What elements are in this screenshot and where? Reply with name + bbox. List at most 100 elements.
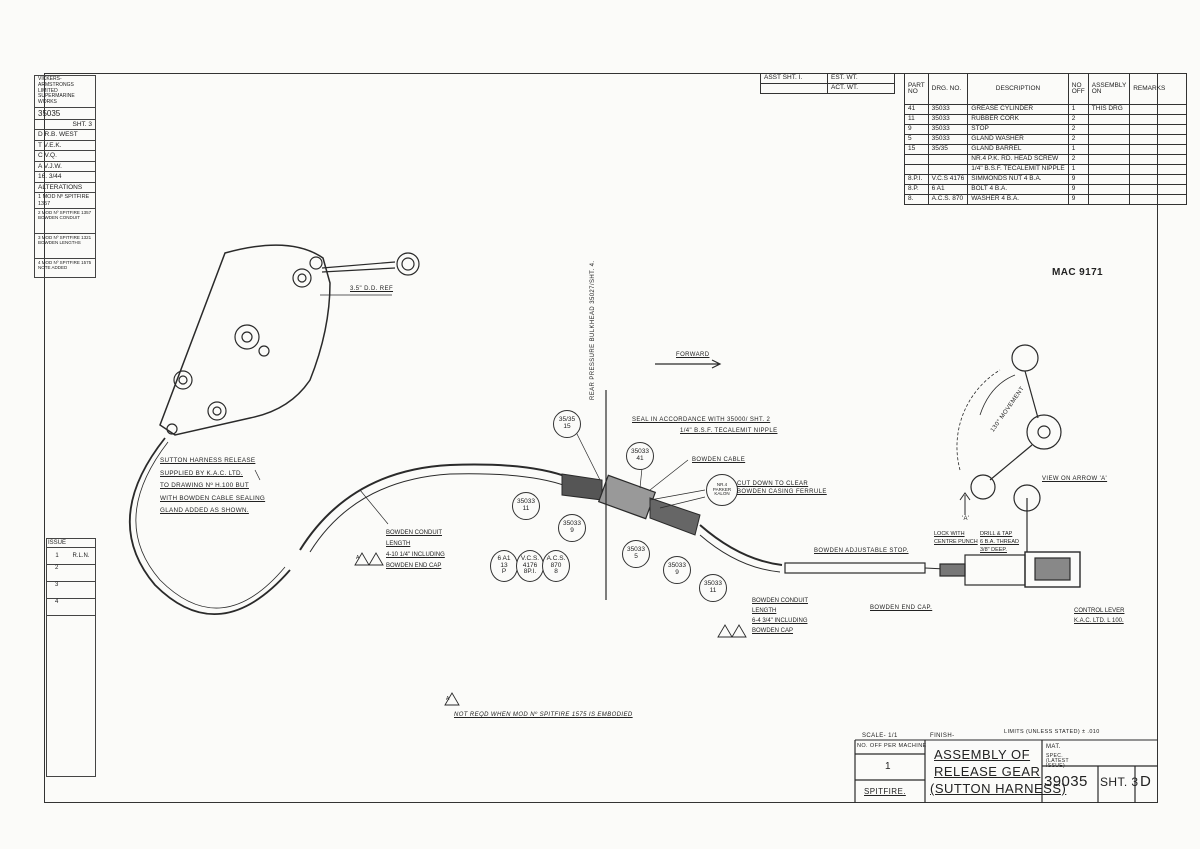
- parts-cell-on: THIS DRG: [1087, 104, 1131, 115]
- alteration-3: 3 MOD Nº SPITFIRE 1321 BOWDEN LENGTHS: [34, 233, 96, 259]
- parts-cell-remarks: [1129, 104, 1188, 115]
- parts-cell-on: [1087, 144, 1131, 155]
- no-off-per-machine: NO. OFF PER MACHINE: [857, 743, 927, 749]
- scale-label: SCALE- 1/1: [862, 733, 898, 739]
- issue-date: 16. 3/44: [34, 172, 96, 183]
- parts-cell-on: [1087, 124, 1131, 135]
- parts-cell-on: [1087, 184, 1131, 195]
- parts-cell-off: 9: [1067, 174, 1089, 185]
- issue-4: 4: [46, 599, 96, 616]
- dimension-label: 3.5" D.D. Ref: [350, 286, 394, 292]
- parts-cell-off: 2: [1067, 124, 1089, 135]
- title-line-2: RELEASE GEAR: [934, 764, 1041, 779]
- cut-down-note: CUT DOWN TO CLEAR BOWDEN CASING FERRULE: [737, 481, 827, 496]
- machine-name: SPITFIRE.: [864, 787, 906, 796]
- control-lever-line-2: K.A.C. LTD. L 100.: [1074, 618, 1124, 624]
- rln-header: R.L.N.: [72, 553, 90, 559]
- parts-cell-drg: 35033: [927, 104, 969, 115]
- conduit-right: [699, 524, 783, 566]
- parts-cell-desc: NR.4 P.K. RD. HEAD SCREW: [967, 154, 1069, 165]
- alterations-title: ALTERATIONS: [34, 182, 96, 194]
- drill-line-3: 3/8" DEEP.: [980, 547, 1007, 553]
- weight-table: ASST SHT. I.EST. WT. ACT. WT.: [760, 73, 895, 94]
- parts-cell-remarks: [1129, 124, 1188, 135]
- lock-note: LOCK WITH CENTRE PUNCH: [934, 530, 978, 546]
- lock-line-2: CENTRE PUNCH: [934, 539, 978, 545]
- sutton-line-5: GLAND ADDED AS SHOWN.: [160, 507, 249, 514]
- conduit-right-endcap: BOWDEN CAP: [752, 628, 794, 634]
- parts-cell-on: [1087, 194, 1131, 205]
- sheet-size: D: [1140, 773, 1152, 790]
- checked-by: C V.Q.: [34, 151, 96, 162]
- parts-cell-desc: STOP: [967, 124, 1069, 135]
- parts-cell-on: [1087, 114, 1131, 125]
- parts-cell-part: [904, 164, 929, 175]
- parts-cell-part: 41: [904, 104, 929, 115]
- col-no-off: No OFF: [1067, 73, 1089, 105]
- company-name: VICKERS-ARMSTRONGS LIMITED SUPERMARINE W…: [34, 75, 96, 108]
- conduit-left-endcap: BOWDEN END CAP: [386, 563, 442, 569]
- parts-cell-remarks: [1129, 194, 1188, 205]
- traced-by: T V.E.K.: [34, 140, 96, 152]
- triangle-a-footnote: A: [446, 696, 450, 702]
- conduit-right-straight: [784, 562, 926, 574]
- parts-cell-remarks: [1129, 174, 1188, 185]
- alteration-2: 2 MOD Nº SPITFIRE 1357 BOWDEN CONDUIT: [34, 208, 96, 234]
- view-arrow-label: VIEW ON ARROW 'A': [1042, 476, 1108, 482]
- conduit-left-line-2: LENGTH: [386, 541, 411, 547]
- parts-cell-remarks: [1129, 144, 1188, 155]
- parts-cell-part: [904, 154, 929, 165]
- est-wt: EST. WT.: [827, 73, 895, 84]
- conduit-right-line-2: LENGTH: [752, 608, 777, 614]
- revision-block: VICKERS-ARMSTRONGS LIMITED SUPERMARINE W…: [34, 75, 96, 278]
- control-lever-note: CONTROL LEVER K.A.C. LTD. L 100.: [1074, 606, 1124, 626]
- parts-cell-desc: RUBBER CORK: [967, 114, 1069, 125]
- issue-1: 1: [55, 553, 59, 559]
- parts-cell-desc: GLAND BARREL: [967, 144, 1069, 155]
- tecalemit-note: 1/4" B.S.F. TECALEMIT NIPPLE: [680, 428, 778, 434]
- drawn-by: D R.B. WEST: [34, 130, 96, 141]
- mac-number: MAC 9171: [1052, 267, 1103, 278]
- parts-cell-part: 9: [904, 124, 929, 135]
- parts-cell-off: 1: [1067, 144, 1089, 155]
- issue-header: ISSUE: [46, 538, 96, 548]
- lock-line-1: LOCK WITH: [934, 531, 965, 537]
- col-drg-no: DRG. No.: [927, 73, 969, 105]
- issue-2: 2: [46, 565, 96, 582]
- parts-cell-drg: A.C.S. 870: [927, 194, 969, 205]
- title-line-3: (SUTTON HARNESS): [930, 781, 1067, 796]
- sutton-note: SUTTON HARNESS RELEASE SUPPLIED BY K.A.C…: [160, 455, 265, 518]
- parts-cell-desc: GLAND WASHER: [967, 134, 1069, 145]
- parts-cell-part: 5: [904, 134, 929, 145]
- drill-line-2: 6 B.A. THREAD: [980, 539, 1020, 545]
- col-remarks: REMARKS: [1129, 73, 1188, 105]
- parts-cell-off: 2: [1067, 114, 1089, 125]
- alteration-1: 1 MOD Nº SPITFIRE 1357: [34, 193, 96, 209]
- parts-cell-desc: GREASE CYLINDER: [967, 104, 1069, 115]
- sutton-line-4: WITH BOWDEN CABLE SEALING: [160, 494, 266, 502]
- parts-cell-off: 2: [1067, 154, 1089, 165]
- side-drg-no: 35035: [34, 107, 96, 120]
- spec-label: SPEC. (LATEST ISSUE): [1046, 753, 1069, 769]
- conduit-left-note: BOWDEN CONDUIT LENGTH 4-10 1/4" INCLUDIN…: [386, 528, 445, 572]
- asst-sht: ASST SHT. I.: [760, 73, 828, 84]
- col-description: DESCRIPTION: [967, 73, 1069, 105]
- parts-cell-on: [1087, 174, 1131, 185]
- conduit-left-line-1: BOWDEN CONDUIT: [386, 530, 442, 536]
- parts-list: PART No DRG. No. DESCRIPTION No OFF ASSE…: [904, 73, 1188, 205]
- parts-cell-off: 1: [1067, 164, 1089, 175]
- issue-table: ISSUE 1 R.L.N. 2 3 4: [46, 538, 96, 777]
- parts-cell-desc: 1/4" B.S.F. TECALEMIT NIPPLE: [967, 164, 1069, 175]
- parts-cell-on: [1087, 154, 1131, 165]
- triangle-a-1: A: [356, 555, 360, 561]
